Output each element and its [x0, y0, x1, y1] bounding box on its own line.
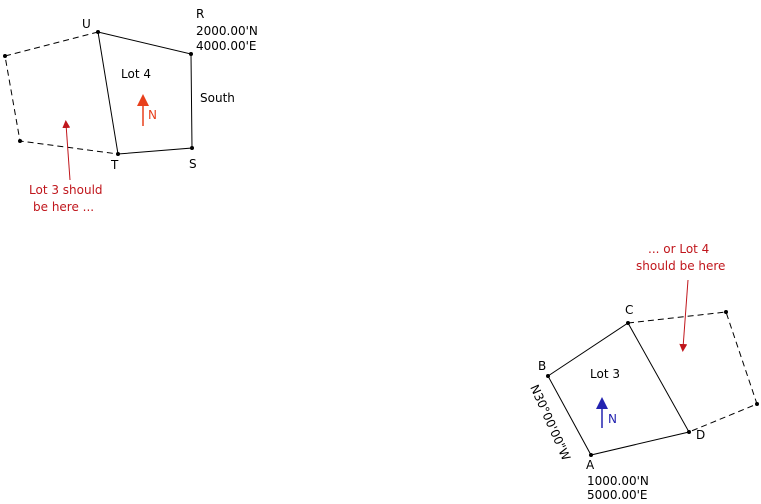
vertex-t-dot — [116, 152, 120, 156]
bearing-label-ab: N30°00'00"W — [527, 383, 573, 463]
note-arrow-icon — [62, 120, 71, 181]
dashed-vertex-dot — [3, 54, 7, 58]
north-label: N — [148, 108, 157, 122]
note-lot3-line2: be here ... — [33, 200, 94, 214]
vertex-b-dot — [546, 374, 550, 378]
note-lot4-line2: should be here — [636, 259, 725, 273]
vertex-label-u: U — [82, 17, 91, 31]
lot-4-label: Lot 4 — [121, 67, 151, 81]
bottom-lot-group: B C D A 1000.00'N 5000.00'E Lot 3 N30°00… — [527, 242, 759, 502]
lot-3-label: Lot 3 — [590, 367, 620, 381]
vertex-label-b: B — [538, 359, 546, 373]
coord-r-east: 4000.00'E — [196, 39, 257, 53]
dashed-vertex-dot — [724, 310, 728, 314]
vertex-a-dot — [589, 453, 593, 457]
dashed-vertex-dot — [18, 139, 22, 143]
vertex-label-a: A — [586, 458, 595, 472]
vertex-d-dot — [687, 430, 691, 434]
note-lot3-line1: Lot 3 should — [29, 183, 103, 197]
vertex-r-dot — [189, 52, 193, 56]
vertex-c-dot — [626, 321, 630, 325]
north-label: N — [608, 412, 617, 426]
side-label-south: South — [200, 91, 235, 105]
note-arrow-icon — [679, 279, 689, 352]
vertex-u-dot — [96, 30, 100, 34]
vertex-label-t: T — [110, 158, 119, 172]
coord-a-north: 1000.00'N — [587, 474, 649, 488]
note-lot4-line1: ... or Lot 4 — [648, 242, 709, 256]
vertex-label-s: S — [189, 157, 197, 171]
lot-4-outline — [97, 31, 193, 155]
top-lot-group: U R 2000.00'N 4000.00'E S T Lot 4 South … — [3, 7, 258, 214]
dashed-vertex-dot — [755, 402, 759, 406]
lot-3-outline — [547, 322, 690, 456]
top-dashed-outline — [4, 31, 119, 155]
vertex-s-dot — [190, 146, 194, 150]
coord-r-north: 2000.00'N — [196, 24, 258, 38]
vertex-label-d: D — [696, 428, 705, 442]
coord-a-east: 5000.00'E — [587, 488, 648, 502]
bottom-dashed-outline — [627, 311, 758, 433]
vertex-label-c: C — [625, 303, 633, 317]
vertex-label-r: R — [196, 7, 204, 21]
